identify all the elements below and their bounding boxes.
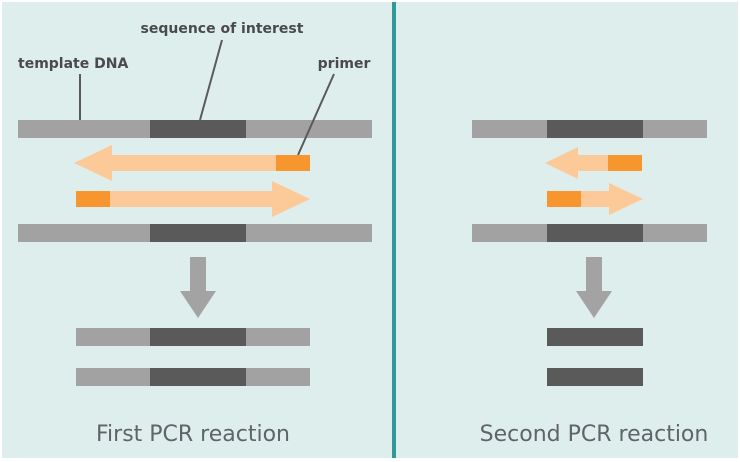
extension-arrow-right-2 [547, 183, 643, 215]
extension-arrow-shape [76, 181, 310, 217]
process-arrow-down [180, 257, 216, 318]
flank-left [76, 328, 150, 346]
primer-segment [547, 191, 581, 207]
target-segment [547, 224, 643, 242]
flank-right [246, 368, 310, 386]
target-segment [150, 224, 246, 242]
sequence-of-interest-label: sequence of interest [141, 21, 304, 37]
template-strand-top-2 [472, 120, 707, 138]
flank-right [643, 120, 707, 138]
template-strand-bottom [18, 224, 372, 242]
target-segment [150, 368, 246, 386]
flank-right [246, 328, 310, 346]
second-pcr-caption: Second PCR reaction [480, 422, 709, 447]
flank-left [76, 368, 150, 386]
target-segment [547, 120, 643, 138]
flank-left [18, 224, 150, 242]
primer-segment [608, 155, 642, 171]
flank-left [472, 224, 547, 242]
template-dna-label: template DNA [18, 56, 128, 72]
extension-arrow-left-2 [545, 147, 642, 179]
flank-left [472, 120, 547, 138]
sequence-leader [199, 39, 223, 121]
primer-segment [276, 155, 310, 171]
panel-divider [392, 2, 396, 458]
primer-label: primer [318, 56, 371, 72]
extension-arrow-left [74, 145, 310, 181]
extension-arrow-right [76, 181, 310, 217]
first-pcr-caption: First PCR reaction [96, 422, 290, 447]
flank-right [246, 224, 372, 242]
primer-leader [297, 73, 335, 156]
process-arrow-down-2 [576, 257, 612, 318]
product-target-1 [547, 328, 643, 346]
extension-arrow-shape [74, 145, 310, 181]
flank-left [18, 120, 150, 138]
target-segment [150, 328, 246, 346]
flank-right [643, 224, 707, 242]
product-target-2 [547, 368, 643, 386]
target-segment [150, 120, 246, 138]
template-strand-top [18, 120, 372, 138]
product-strand-1 [76, 328, 310, 346]
product-strand-2 [76, 368, 310, 386]
template-strand-bottom-2 [472, 224, 707, 242]
primer-segment [76, 191, 110, 207]
